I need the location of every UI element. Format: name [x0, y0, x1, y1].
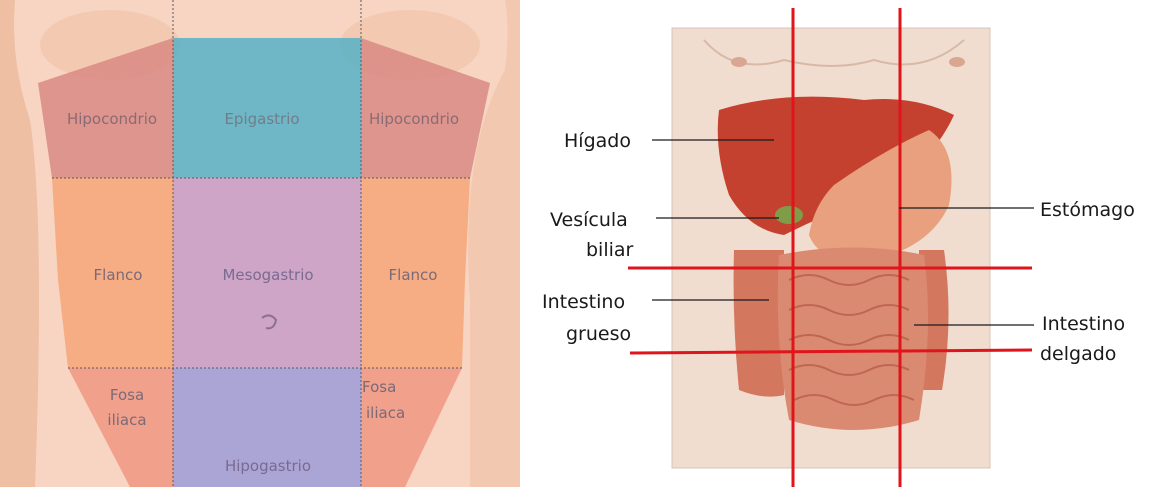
- label-intestino-delgado-2: delgado: [1040, 343, 1116, 365]
- label-intestino-grueso-1: Intestino: [542, 291, 625, 313]
- label-intestino-grueso-2: grueso: [566, 323, 631, 345]
- regions-svg: Hipocondrio Epigastrio Hipocondrio Flanc…: [0, 0, 520, 487]
- label-hipocondrio-right: Hipocondrio: [369, 110, 459, 128]
- gallbladder-shape: [775, 206, 803, 224]
- organs-svg: Hígado Vesícula biliar Intestino grueso …: [534, 0, 1162, 487]
- region-epigastrio: [173, 38, 361, 178]
- label-flanco-left: Flanco: [94, 266, 143, 284]
- label-hipogastrio: Hipogastrio: [225, 457, 311, 475]
- label-mesogastrio: Mesogastrio: [222, 266, 313, 284]
- label-epigastrio: Epigastrio: [224, 110, 299, 128]
- abdominal-regions-diagram: Hipocondrio Epigastrio Hipocondrio Flanc…: [0, 0, 520, 487]
- label-vesicula-1: Vesícula: [550, 209, 628, 231]
- label-fosa-right-2: iliaca: [366, 404, 405, 422]
- organs-group: [718, 97, 954, 430]
- abdominal-organs-diagram: Hígado Vesícula biliar Intestino grueso …: [534, 0, 1162, 487]
- large-intestine-left: [734, 250, 784, 397]
- label-fosa-left-2: iliaca: [107, 411, 146, 429]
- label-higado: Hígado: [564, 130, 631, 152]
- label-hipocondrio-left: Hipocondrio: [67, 110, 157, 128]
- label-intestino-delgado-1: Intestino: [1042, 313, 1125, 335]
- label-fosa-left-1: Fosa: [110, 386, 144, 404]
- label-vesicula-2: biliar: [586, 239, 634, 261]
- label-estomago: Estómago: [1040, 199, 1135, 221]
- label-flanco-right: Flanco: [389, 266, 438, 284]
- label-fosa-right-1: Fosa: [362, 378, 396, 396]
